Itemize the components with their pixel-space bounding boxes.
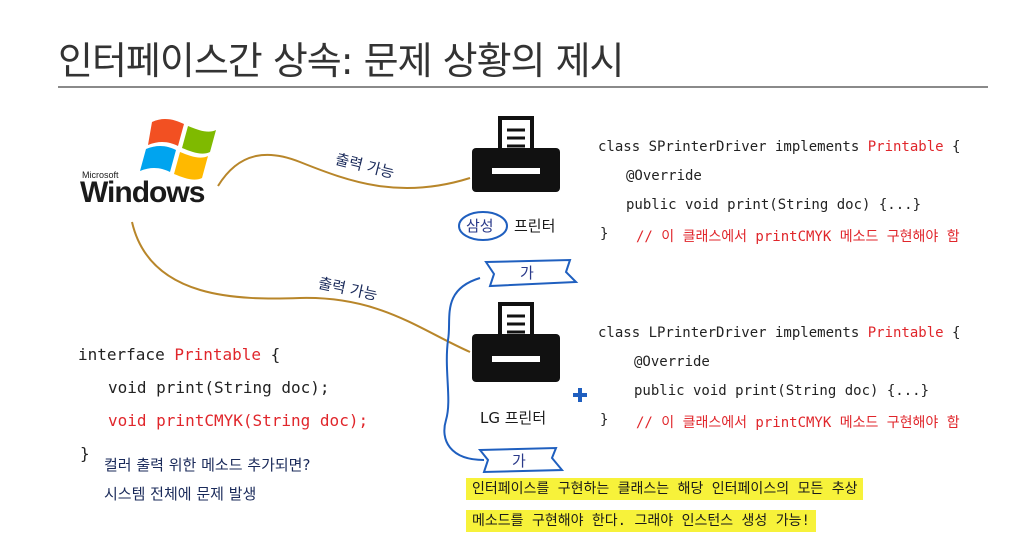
interface-name: Printable [174,345,262,364]
code-samsung-line1: class SPrinterDriver implements Printabl… [598,139,960,155]
windows-logo: Microsoft Windows [80,112,220,212]
code-text: class LPrinterDriver implements [598,325,868,341]
windows-flag-icon [140,118,216,180]
code-iface: Printable [867,139,944,155]
code-iface: Printable [867,325,944,341]
plus-icon [573,388,587,402]
code-text: { [943,325,961,341]
windows-brand-small: Microsoft [82,170,119,180]
vendor-oval [458,211,508,241]
interface-line1: interface Printable { [78,345,280,364]
title-divider [58,86,988,88]
ga-ribbon-top [484,258,579,288]
ga-annotation-bottom: 가 [512,452,526,470]
code-lg-comment: // 이 클래스에서 printCMYK 메소드 구현해야 함 [636,415,960,431]
interface-line2: void print(String doc); [108,378,330,397]
code-text: { [943,139,961,155]
ga-annotation-top: 가 [520,264,534,282]
blue-bracket [443,277,485,461]
highlight-note-line2: 메소드를 구현해야 한다. 그래야 인스턴스 생성 가능! [466,510,816,532]
ga-ribbon-bottom [477,446,565,474]
code-samsung-line3: public void print(String doc) {...} [626,197,922,213]
code-lg-line3: public void print(String doc) {...} [634,383,930,399]
printer-icon-lg [472,302,560,382]
windows-brand: Windows [80,176,205,209]
highlight-text: 메소드를 구현해야 한다. 그래야 인스턴스 생성 가능! [466,510,816,532]
interface-line3: void printCMYK(String doc); [108,411,369,430]
code-text: interface [78,345,175,364]
code-lg-line1: class LPrinterDriver implements Printabl… [598,325,960,341]
highlight-text: 인터페이스를 구현하는 클래스는 해당 인터페이스의 모든 추상 [466,478,864,500]
code-lg-brace: } [600,412,609,428]
code-text: { [261,345,281,364]
code-samsung-line2: @Override [626,168,702,184]
interface-brace: } [80,444,90,463]
problem-note-line1: 컬러 출력 위한 메소드 추가되면? [104,456,311,474]
code-samsung-comment: // 이 클래스에서 printCMYK 메소드 구현해야 함 [636,229,960,245]
wire-to-samsung [217,153,471,189]
code-samsung-brace: } [600,226,609,242]
printer-vendor-samsung: 삼성 [466,217,494,235]
printer-icon-samsung [472,116,560,192]
code-text: class SPrinterDriver implements [598,139,868,155]
code-lg-line2: @Override [634,354,710,370]
problem-note-line2: 시스템 전체에 문제 발생 [104,485,257,503]
printer-label-lg: LG 프린터 [480,409,547,427]
wire-to-lg [131,221,471,353]
page-title: 인터페이스간 상속: 문제 상황의 제시 [58,39,625,83]
printer-label-samsung: 프린터 [514,217,556,235]
highlight-note-line1: 인터페이스를 구현하는 클래스는 해당 인터페이스의 모든 추상 [466,478,864,500]
